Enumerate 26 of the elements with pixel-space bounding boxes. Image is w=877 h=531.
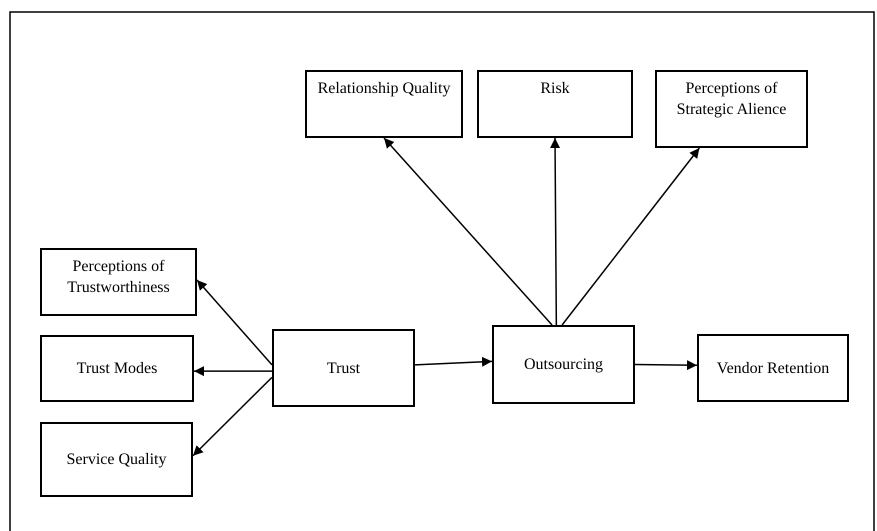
arrow <box>550 138 560 325</box>
box-label: Risk <box>540 79 570 99</box>
concept-box <box>305 70 463 138</box>
concept-box <box>492 325 635 404</box>
arrow <box>414 356 492 367</box>
arrow <box>192 376 273 456</box>
concept-box <box>40 422 193 497</box>
box-label: Perceptions of Trustworthiness <box>66 257 171 298</box>
box-label: Outsourcing <box>524 355 604 375</box>
arrow <box>194 366 272 376</box>
arrow <box>561 148 700 326</box>
arrow <box>383 138 553 326</box>
concept-box <box>272 329 415 407</box>
box-label: Perceptions of Strategic Alience <box>676 79 788 120</box>
box-label: Service Quality <box>66 450 166 470</box>
box-label: Relationship Quality <box>318 79 450 99</box>
concept-box <box>40 335 194 402</box>
concept-box <box>655 70 808 148</box>
arrow <box>196 279 273 366</box>
concept-box <box>697 334 849 402</box>
concept-box <box>40 248 197 316</box>
box-label: Vendor Retention <box>716 358 830 378</box>
box-label: Trust Modes <box>76 359 158 379</box>
box-label: Trust <box>326 358 360 378</box>
arrow <box>634 360 698 370</box>
concept-box <box>477 70 633 138</box>
